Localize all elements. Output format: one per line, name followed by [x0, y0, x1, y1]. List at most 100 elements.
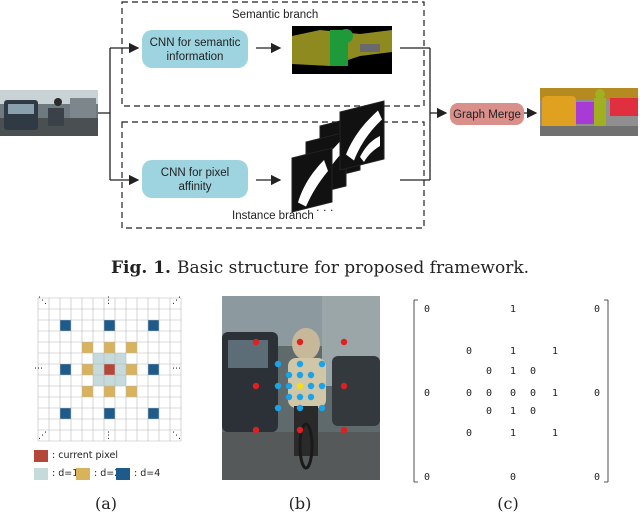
cnn-affinity-label-1: CNN for pixel: [161, 167, 229, 179]
cnn-affinity-label-2: affinity: [178, 181, 211, 193]
affinity-dot: [296, 382, 304, 390]
grid-cell: [104, 408, 115, 419]
svg-text:⋮: ⋮: [104, 431, 113, 441]
grid-cell: [148, 364, 159, 375]
framework-diagram: Semantic branch Instance branch CNN for …: [0, 1, 638, 229]
matrix-entry: 1: [510, 428, 516, 439]
grid-cell: [104, 364, 115, 375]
semantic-output-image: [292, 26, 392, 74]
matrix-entry: 0: [530, 388, 536, 399]
svg-text:⋮: ⋮: [104, 296, 113, 306]
affinity-dot: [274, 382, 282, 390]
grid-cell: [93, 364, 104, 375]
affinity-dot: [307, 393, 315, 401]
semantic-branch-box: [121, 1, 425, 107]
affinity-dot: [296, 426, 304, 434]
matrix-entry: 1: [552, 346, 558, 357]
figure-caption: Fig. 1.Basic structure for proposed fram…: [0, 258, 640, 278]
sublabel-c: (c): [497, 494, 519, 513]
affinity-dot: [318, 382, 326, 390]
output-instance-image: [540, 88, 638, 136]
affinity-dot: [285, 371, 293, 379]
grid-cell: [82, 342, 93, 353]
svg-text:⋰: ⋰: [172, 296, 181, 306]
affinity-dot: [296, 338, 304, 346]
graph-merge-box: [450, 103, 524, 125]
caption-prefix: Fig. 1.: [110, 258, 171, 278]
affinity-dot: [285, 382, 293, 390]
affinity-dot: [307, 382, 315, 390]
legend-current: : current pixel: [52, 450, 118, 461]
cnn-semantic-label-1: CNN for semantic: [150, 37, 241, 49]
grid-cell: [148, 320, 159, 331]
matrix-entry: 0: [486, 406, 492, 417]
cyclist-photo: [222, 296, 380, 480]
legend-d1: : d=1: [52, 468, 79, 479]
grid-cell: [148, 408, 159, 419]
grid-cell: [104, 342, 115, 353]
matrix-entry: 1: [510, 406, 516, 417]
grid-cell: [60, 364, 71, 375]
legend-swatch-current: [34, 450, 48, 462]
matrix-entry: 1: [552, 428, 558, 439]
sublabel-b: (b): [288, 494, 312, 513]
matrix-entry: 1: [510, 346, 516, 357]
affinity-dot: [296, 404, 304, 412]
affinity-dot: [340, 426, 348, 434]
legend-d4: : d=4: [134, 468, 161, 479]
matrix-entry: 0: [466, 346, 472, 357]
affinity-dot: [252, 426, 260, 434]
matrix-entry: 0: [510, 388, 516, 399]
grid-cell: [60, 408, 71, 419]
legend-swatch-d4: [116, 468, 130, 480]
cnn-semantic-label-2: information: [167, 51, 224, 63]
matrix-entry: 1: [510, 304, 516, 315]
grid-cell: [104, 353, 115, 364]
affinity-dot: [296, 360, 304, 368]
matrix-entry: 0: [594, 472, 600, 483]
affinity-dot: [285, 393, 293, 401]
affinity-map-stack: · · ·: [291, 100, 385, 217]
cnn-semantic-box: [142, 30, 248, 68]
grid-cell: [115, 375, 126, 386]
caption-text: Basic structure for proposed framework.: [176, 258, 530, 278]
matrix-entry: 0: [466, 388, 472, 399]
semantic-branch-label: Semantic branch: [232, 9, 318, 21]
grid-cell: [104, 386, 115, 397]
matrix-entry: 0: [510, 472, 516, 483]
legend-swatch-d2: [76, 468, 90, 480]
instance-branch-box: [121, 121, 425, 229]
svg-text:⋱: ⋱: [172, 431, 181, 441]
svg-text:⋯: ⋯: [34, 364, 43, 374]
grid-cell: [126, 342, 137, 353]
legend-d2: : d=2: [94, 468, 121, 479]
grid-cell: [115, 364, 126, 375]
grid-cell: [93, 353, 104, 364]
affinity-dot: [252, 382, 260, 390]
sublabel-a: (a): [94, 494, 118, 513]
affinity-dot: [318, 360, 326, 368]
input-street-image: [0, 90, 98, 136]
svg-text:· · ·: · · ·: [316, 204, 333, 217]
grid-cell: [115, 353, 126, 364]
matrix-entry: 0: [466, 428, 472, 439]
affinity-dot: [252, 338, 260, 346]
matrix-entry: 0: [424, 388, 430, 399]
grid-cell: [126, 386, 137, 397]
affinity-dot: [274, 360, 282, 368]
grid-cell: [104, 320, 115, 331]
grid-cell: [82, 364, 93, 375]
svg-text:⋱: ⋱: [38, 296, 47, 306]
affinity-dot: [307, 371, 315, 379]
matrix-entry: 0: [424, 304, 430, 315]
matrix-entry: 1: [510, 366, 516, 377]
matrix-entry: 0: [530, 366, 536, 377]
graph-merge-label: Graph Merge: [453, 109, 521, 121]
grid-cell: [104, 375, 115, 386]
grid-cell: [60, 320, 71, 331]
cnn-affinity-box: [142, 160, 248, 198]
affinity-dot: [340, 382, 348, 390]
matrix-entry: 0: [486, 366, 492, 377]
matrix-entry: 0: [530, 406, 536, 417]
